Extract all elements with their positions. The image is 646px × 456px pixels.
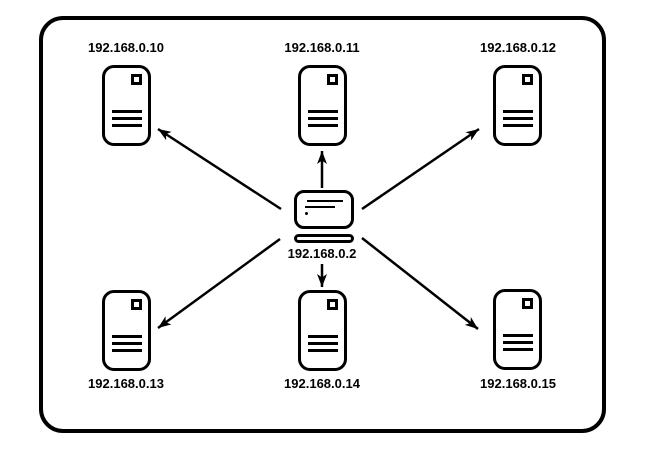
vent-line xyxy=(111,110,142,113)
server-vents-icon xyxy=(307,110,338,131)
server-vents-icon xyxy=(111,110,142,131)
server-vents-icon xyxy=(111,335,142,356)
server-vents-icon xyxy=(502,334,533,355)
vent-line xyxy=(502,334,533,337)
server-led-icon xyxy=(131,299,142,310)
server-led-icon xyxy=(131,74,142,85)
vent-line xyxy=(111,342,142,345)
server-led-icon xyxy=(327,74,338,85)
server-label-bottom-right: 192.168.0.15 xyxy=(480,376,556,391)
vent-line xyxy=(111,349,142,352)
server-icon xyxy=(298,65,347,146)
vent-line xyxy=(502,110,533,113)
server-icon xyxy=(493,65,542,146)
server-icon xyxy=(298,290,347,371)
vent-line xyxy=(307,124,338,127)
computer-screen-dot xyxy=(304,211,308,215)
server-icon xyxy=(102,65,151,146)
vent-line xyxy=(502,117,533,120)
vent-line xyxy=(307,342,338,345)
server-label-bottom-left: 192.168.0.13 xyxy=(88,376,164,391)
vent-line xyxy=(111,124,142,127)
vent-line xyxy=(307,349,338,352)
server-label-top-center: 192.168.0.11 xyxy=(284,40,360,55)
computer-screen-line xyxy=(307,199,343,203)
vent-line xyxy=(502,341,533,344)
server-led-icon xyxy=(522,298,533,309)
vent-line xyxy=(307,335,338,338)
vent-line xyxy=(502,348,533,351)
server-led-icon xyxy=(522,74,533,85)
server-icon xyxy=(102,290,151,371)
computer-screen-line xyxy=(304,205,335,209)
server-vents-icon xyxy=(307,335,338,356)
vent-line xyxy=(111,335,142,338)
vent-line xyxy=(307,110,338,113)
computer-base-icon xyxy=(294,234,354,243)
server-icon xyxy=(493,289,542,370)
vent-line xyxy=(111,117,142,120)
computer-icon xyxy=(294,190,354,229)
vent-line xyxy=(307,117,338,120)
central-node-label: 192.168.0.2 xyxy=(287,246,357,261)
server-label-top-right: 192.168.0.12 xyxy=(480,40,556,55)
server-label-top-left: 192.168.0.10 xyxy=(88,40,164,55)
server-vents-icon xyxy=(502,110,533,131)
server-led-icon xyxy=(327,299,338,310)
diagram-border xyxy=(39,16,606,433)
server-label-bottom-center: 192.168.0.14 xyxy=(284,376,360,391)
vent-line xyxy=(502,124,533,127)
